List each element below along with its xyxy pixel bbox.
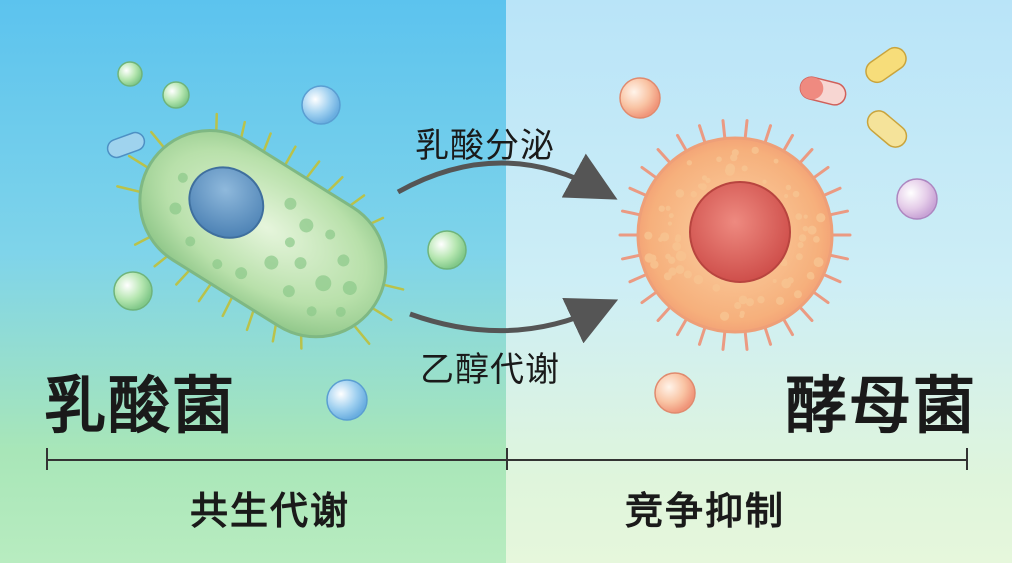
yeast-texture-dot <box>738 295 748 305</box>
yeast-texture-dot <box>751 146 759 154</box>
yeast-texture-dot <box>793 290 802 299</box>
yeast-texture-dot <box>716 156 722 163</box>
yeast-texture-dot <box>675 265 685 274</box>
yeast-texture-dot <box>816 213 826 223</box>
yeast-texture-dot <box>693 274 704 285</box>
yeast-texture-dot <box>734 301 742 309</box>
yeast-texture-dot <box>739 313 745 319</box>
yeast-texture-dot <box>672 242 682 251</box>
yeast-texture-dot <box>810 227 816 233</box>
yeast-texture-dot <box>705 177 711 184</box>
bubble-purple <box>896 178 938 220</box>
yeast-texture-dot <box>725 163 736 174</box>
yeast-texture-dot <box>757 295 765 304</box>
yeast-texture-dot <box>787 277 794 284</box>
yeast-texture-dot <box>690 191 697 198</box>
yeast-texture-dot <box>795 253 803 261</box>
yeast-texture-dot <box>674 236 681 243</box>
yeast-texture-dot <box>712 284 721 292</box>
pill-blue <box>106 131 146 159</box>
yeast-texture-dot <box>795 213 803 220</box>
yeast-texture-dot <box>745 298 754 307</box>
yeast-texture-dot <box>667 221 673 226</box>
lactobacillus-label: 乳酸菌 <box>44 369 237 442</box>
yeast-texture-dot <box>668 267 677 276</box>
yeast-texture-dot <box>644 231 653 240</box>
yeast-texture-dot <box>775 296 785 305</box>
bubble-orange-2 <box>654 372 696 414</box>
symbiosis-label: 共生代谢 <box>190 489 351 533</box>
bracket-line <box>46 448 968 470</box>
yeast-texture-dot <box>665 205 671 211</box>
bubble-green-1 <box>117 61 143 87</box>
yeast-texture-dot <box>813 257 824 268</box>
bubble-green-3 <box>113 271 153 311</box>
yeast-texture-dot <box>658 205 665 212</box>
yeast-texture-dot <box>798 234 807 242</box>
bubble-orange-1 <box>619 77 661 119</box>
yeast-texture-dot <box>784 193 789 199</box>
yeast-texture-dot <box>808 274 815 280</box>
yeast-texture-dot <box>797 241 804 249</box>
arrow-bottom <box>409 298 619 344</box>
arrow-top-label: 乳酸分泌 <box>415 126 555 166</box>
yeast-texture-dot <box>803 214 808 219</box>
yeast-texture-dot <box>675 189 685 198</box>
yeast-texture-dot <box>668 256 676 264</box>
yeast-texture-dot <box>813 235 820 243</box>
pill-yellow-2 <box>866 110 908 148</box>
yeast-texture-dot <box>650 260 659 269</box>
yeast-texture-dot <box>701 175 707 181</box>
arrow-top <box>396 153 618 200</box>
yeast-texture-dot <box>772 278 777 283</box>
yeast-texture-dot <box>741 165 748 172</box>
lactobacillus-illustration <box>116 112 405 350</box>
yeast-texture-dot <box>762 179 767 184</box>
yeast-texture-dot <box>683 270 692 279</box>
yeast-illustration <box>618 119 852 351</box>
bubble-blue-2 <box>326 379 368 421</box>
yeast-texture-dot <box>773 158 779 164</box>
bubble-blue-1 <box>301 85 341 125</box>
yeast-texture-dot <box>686 160 693 166</box>
yeast-texture-dot <box>802 225 809 232</box>
yeast-texture-dot <box>731 149 739 157</box>
yeast-texture-dot <box>792 190 800 198</box>
yeast-texture-dot <box>676 251 687 262</box>
bubble-green-2 <box>162 81 190 109</box>
yeast-texture-dot <box>785 184 792 191</box>
yeast-texture-dot <box>668 213 674 219</box>
yeast-texture-dot <box>719 311 730 321</box>
yeast-texture-dot <box>660 232 670 242</box>
yeast-texture-dot <box>698 183 704 189</box>
yeast-label: 酵母菌 <box>785 369 978 442</box>
arrow-bottom-label: 乙醇代谢 <box>420 350 560 390</box>
yeast-texture-dot <box>782 260 788 267</box>
bubble-green-4 <box>427 230 467 270</box>
pill-yellow-1 <box>865 46 907 84</box>
pill-red-half <box>800 77 824 100</box>
yeast-texture-dot <box>644 253 654 263</box>
competition-label: 竞争抑制 <box>625 489 786 533</box>
